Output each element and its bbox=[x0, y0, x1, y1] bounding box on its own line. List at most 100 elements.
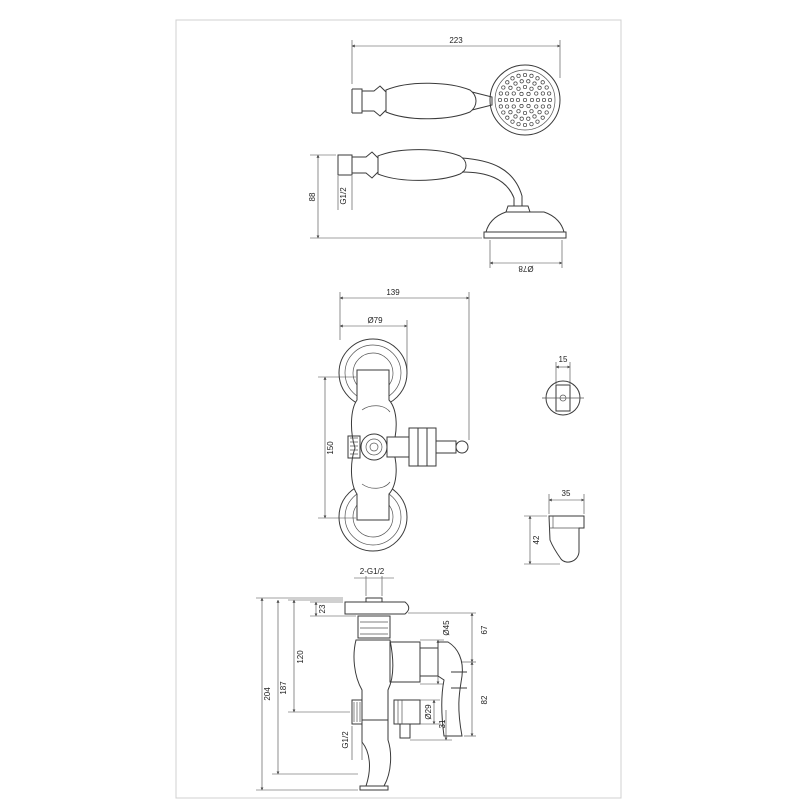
dimension-67: 67 bbox=[408, 612, 489, 663]
dim-label-diameter-45: Ø45 bbox=[442, 620, 451, 636]
dimension-120: 120 bbox=[288, 599, 350, 713]
sheet-frame bbox=[175, 19, 622, 799]
nozzle-hole bbox=[516, 109, 521, 114]
dimension-150: 150 bbox=[318, 376, 356, 519]
dimension-g12-mixer: G1/2 bbox=[341, 726, 363, 760]
dimension-204: 204 bbox=[256, 597, 358, 791]
dim-label-120: 120 bbox=[296, 650, 305, 664]
front-view-mixer-body bbox=[347, 427, 469, 467]
nozzle-hole bbox=[532, 114, 537, 119]
nozzle-hole bbox=[526, 104, 531, 109]
nozzle-hole bbox=[522, 97, 528, 103]
nozzle-hole bbox=[529, 73, 534, 78]
nozzle-hole bbox=[497, 97, 503, 103]
dim-label-15: 15 bbox=[559, 355, 568, 364]
nozzle-hole bbox=[516, 122, 521, 127]
nozzle-hole bbox=[541, 97, 547, 103]
nozzle-hole bbox=[535, 119, 540, 124]
dimension-45: Ø45 bbox=[420, 620, 451, 685]
nozzle-hole bbox=[529, 122, 534, 127]
nozzle-hole bbox=[513, 114, 518, 119]
nozzle-hole bbox=[547, 97, 553, 103]
nozzle-hole bbox=[501, 110, 506, 115]
nozzle-hole bbox=[522, 110, 528, 116]
nozzle-hole bbox=[515, 97, 521, 103]
dimension-15: 15 bbox=[555, 355, 571, 384]
nozzle-hole bbox=[511, 91, 516, 96]
nozzle-hole bbox=[503, 97, 509, 103]
nozzle-hole bbox=[519, 79, 524, 84]
pipe-cross-section bbox=[542, 380, 584, 416]
nozzle-hole bbox=[505, 80, 510, 85]
dim-label-hand-thread: G1/2 bbox=[339, 187, 348, 205]
dim-label-67: 67 bbox=[480, 625, 489, 634]
nozzle-hole bbox=[513, 81, 518, 86]
dimension-79: Ø79 bbox=[339, 316, 408, 372]
dimension-31: 31 bbox=[410, 710, 452, 741]
nozzle-hole bbox=[547, 91, 552, 96]
dim-label-150: 150 bbox=[326, 441, 335, 455]
dimension-187: 187 bbox=[272, 599, 358, 775]
dim-label-223: 223 bbox=[449, 36, 463, 45]
nozzle-hole bbox=[529, 97, 535, 103]
nozzle-hole bbox=[510, 76, 515, 81]
nozzle-hole bbox=[529, 86, 534, 91]
dim-label-139: 139 bbox=[386, 288, 400, 297]
nozzle-hole bbox=[540, 91, 545, 96]
nozzle-hole bbox=[534, 104, 539, 109]
nozzle-hole bbox=[501, 85, 506, 90]
nozzle-hole bbox=[509, 97, 515, 103]
dimension-35: 35 bbox=[548, 489, 585, 514]
nozzle-hole bbox=[547, 104, 552, 109]
dim-label-42: 42 bbox=[532, 535, 541, 544]
dimension-78: Ø78 bbox=[489, 240, 563, 273]
dimension-g12-hand: G1/2 bbox=[337, 176, 353, 210]
dimension-88: 88 bbox=[308, 154, 482, 239]
nozzle-hole bbox=[519, 116, 524, 121]
nozzle-hole bbox=[508, 110, 513, 115]
nozzle-hole bbox=[519, 104, 524, 109]
nozzle-hole bbox=[529, 109, 534, 114]
nozzle-hole bbox=[526, 116, 531, 121]
nozzle-hole bbox=[540, 104, 545, 109]
nozzle-hole bbox=[505, 115, 510, 120]
nozzle-hole bbox=[544, 85, 549, 90]
nozzle-hole bbox=[522, 84, 528, 90]
dimension-82: 82 bbox=[464, 661, 489, 737]
dim-label-diameter-79: Ø79 bbox=[367, 316, 383, 325]
dimension-223: 223 bbox=[351, 36, 561, 84]
dim-label-diameter-78: Ø78 bbox=[518, 264, 534, 273]
nozzle-hole bbox=[508, 85, 513, 90]
shower-holder bbox=[548, 515, 585, 563]
dimension-23: 23 bbox=[310, 601, 356, 617]
nozzle-hole bbox=[526, 91, 531, 96]
nozzle-hole bbox=[511, 104, 516, 109]
dim-label-outlet-thread: G1/2 bbox=[341, 731, 350, 749]
nozzle-hole bbox=[537, 85, 542, 90]
dim-label-35: 35 bbox=[562, 489, 571, 498]
nozzle-hole bbox=[535, 97, 541, 103]
nozzle-hole bbox=[540, 115, 545, 120]
nozzle-hole bbox=[535, 76, 540, 81]
nozzle-hole bbox=[522, 122, 528, 128]
dimension-139: 139 bbox=[339, 288, 470, 440]
dim-label-88: 88 bbox=[308, 192, 317, 201]
nozzle-hole bbox=[510, 119, 515, 124]
dim-label-23: 23 bbox=[318, 604, 327, 613]
dimension-29: Ø29 bbox=[420, 699, 440, 725]
hand-shower-top-view bbox=[351, 64, 561, 136]
dimension-42: 42 bbox=[524, 515, 560, 565]
shower-head-nozzles bbox=[497, 72, 553, 128]
dim-label-82: 82 bbox=[480, 695, 489, 704]
nozzle-hole bbox=[505, 91, 510, 96]
nozzle-hole bbox=[544, 110, 549, 115]
nozzle-hole bbox=[516, 86, 521, 91]
nozzle-hole bbox=[534, 91, 539, 96]
dim-label-187: 187 bbox=[279, 681, 288, 695]
dimension-2-g12: 2-G1/2 bbox=[354, 567, 394, 596]
nozzle-hole bbox=[532, 81, 537, 86]
dim-label-31: 31 bbox=[438, 719, 447, 728]
nozzle-hole bbox=[498, 91, 503, 96]
hand-shower-side-view bbox=[337, 149, 567, 239]
